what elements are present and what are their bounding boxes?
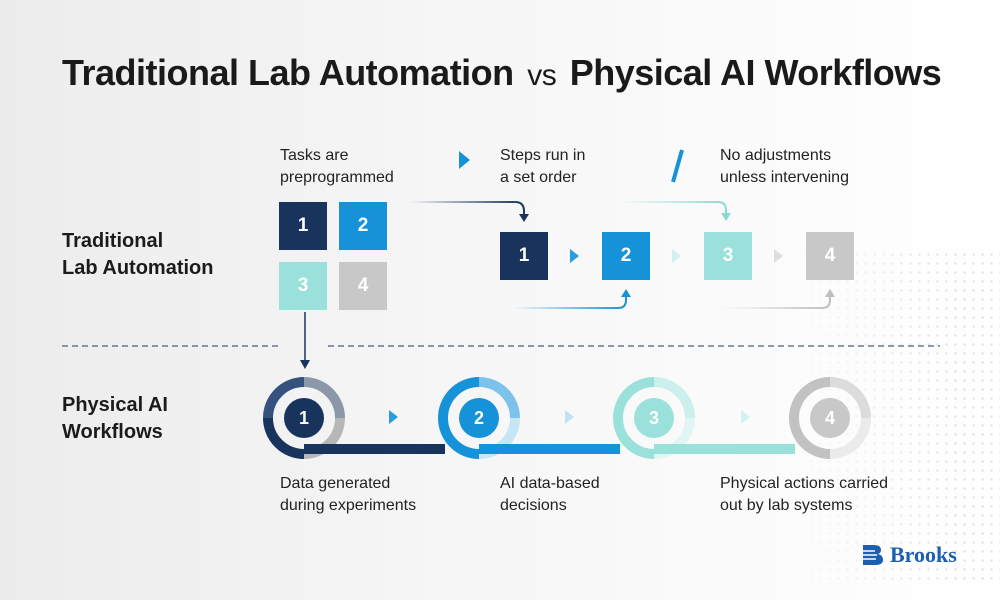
ring-step-3 <box>613 377 795 459</box>
ring-number-2: 2 <box>459 398 499 438</box>
brooks-logo-text: Brooks <box>890 542 957 567</box>
grid-square-3: 3 <box>279 262 327 310</box>
arrowhead-step-1 <box>519 214 529 222</box>
ring-step-4 <box>789 377 871 459</box>
sequence-arrow-2 <box>672 249 681 263</box>
ring-step-2 <box>438 377 620 459</box>
sequence-arrow-1 <box>570 249 579 263</box>
ring-number-3: 3 <box>634 398 674 438</box>
row-label-traditional: Traditional Lab Automation <box>62 230 214 279</box>
brooks-logo-icon <box>863 545 883 565</box>
grid-square-1: 1 <box>279 202 327 250</box>
connector-to-step-4 <box>718 294 831 309</box>
caption-physical-actions: Physical actions carried out by lab syst… <box>720 475 889 514</box>
page-title: Traditional Lab Automation vs Physical A… <box>62 52 942 94</box>
arrowhead-step-3 <box>721 213 731 221</box>
title-part-physical: Physical AI Workflows <box>569 52 942 93</box>
row-label-physical: Physical AI Workflows <box>62 394 168 443</box>
arrowhead-step-2 <box>621 289 631 297</box>
connector-to-step-3 <box>618 201 727 216</box>
connector-to-step-2 <box>512 294 627 309</box>
ring-number-4: 4 <box>810 398 850 438</box>
sequence-square-4: 4 <box>806 232 854 280</box>
sequence-arrow-3 <box>774 249 783 263</box>
caption-marker-triangle <box>459 151 470 169</box>
arrowhead-step-4 <box>825 289 835 297</box>
physical-arrow-3 <box>741 410 750 424</box>
down-arrow-head <box>300 360 310 369</box>
physical-arrow-1 <box>389 410 398 424</box>
grid-square-4: 4 <box>339 262 387 310</box>
connector-to-step-1 <box>410 201 525 217</box>
brooks-logo: Brooks <box>860 542 957 568</box>
title-vs: vs <box>527 59 557 92</box>
caption-marker-slash <box>671 149 684 183</box>
ring-number-1: 1 <box>284 398 324 438</box>
caption-no-adjustments: No adjustments unless intervening <box>720 147 849 186</box>
caption-data-generated: Data generated during experiments <box>280 475 417 514</box>
ring-step-1 <box>263 377 445 459</box>
physical-arrow-2 <box>565 410 574 424</box>
grid-square-2: 2 <box>339 202 387 250</box>
sequence-square-1: 1 <box>500 232 548 280</box>
caption-preprogrammed: Tasks are preprogrammed <box>280 147 394 186</box>
sequence-square-3: 3 <box>704 232 752 280</box>
caption-ai-decisions: AI data-based decisions <box>500 475 600 514</box>
sequence-square-2: 2 <box>602 232 650 280</box>
caption-set-order: Steps run in a set order <box>500 147 586 186</box>
title-part-traditional: Traditional Lab Automation <box>62 52 514 93</box>
